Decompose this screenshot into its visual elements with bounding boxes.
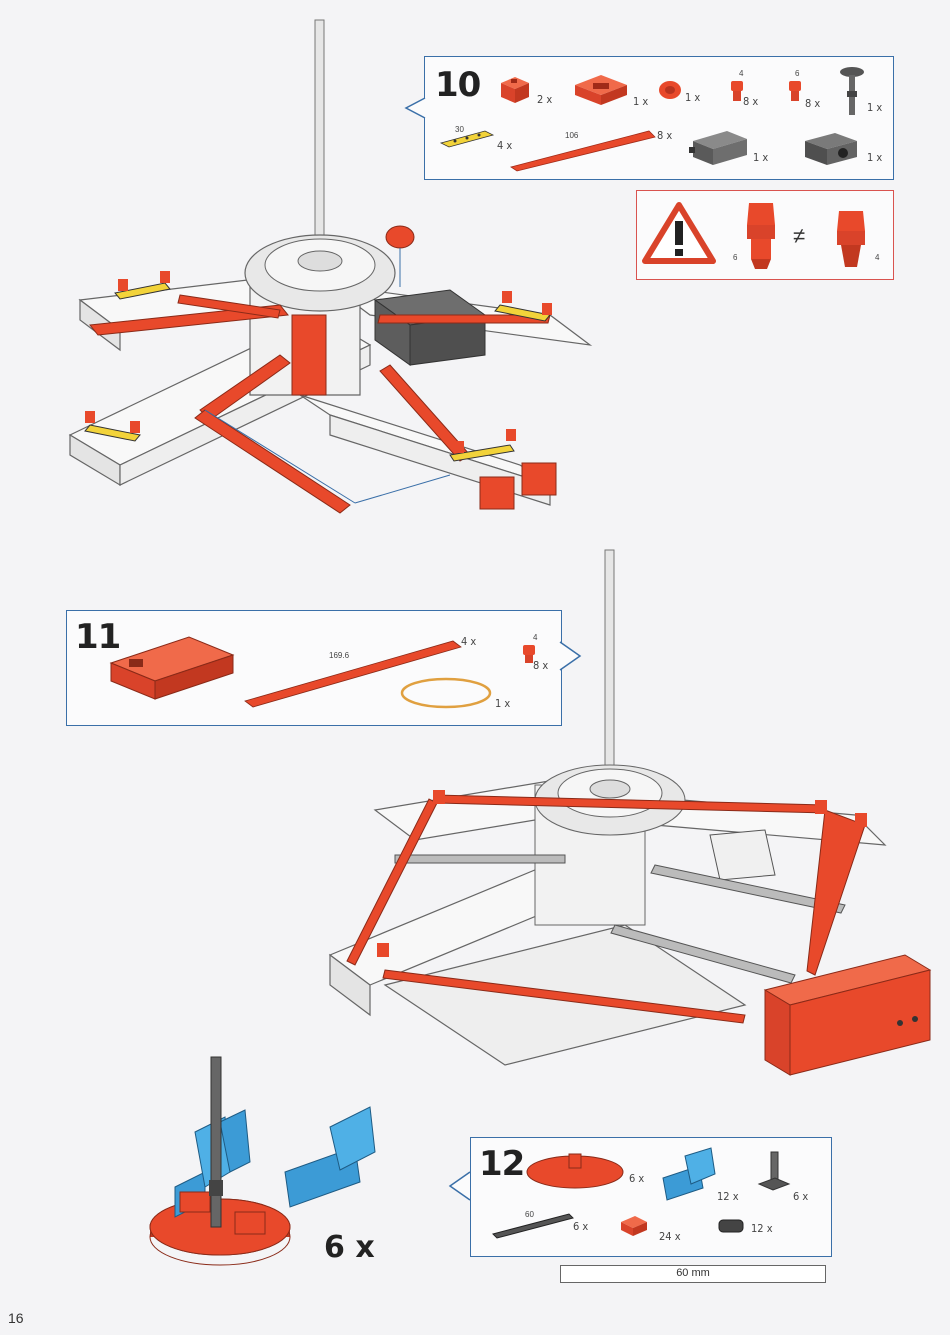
step10-item9-qty: 1 x — [753, 151, 768, 164]
step11-assembly-illustration — [325, 545, 935, 1080]
blue-seat-icon — [659, 1146, 719, 1200]
step12-item4-qty: 6 x — [573, 1220, 588, 1233]
step12-item1-qty: 6 x — [629, 1172, 644, 1185]
connector-4-large-icon — [831, 205, 871, 273]
step12-item3-qty: 6 x — [793, 1190, 808, 1203]
step10-item4-qty: 8 x — [743, 95, 758, 108]
scale-ruler-60mm: 60 mm — [560, 1265, 826, 1283]
gray-gearbox-icon — [803, 129, 859, 167]
metal-axle-60-icon — [491, 1210, 575, 1238]
step12-item5-qty: 24 x — [659, 1230, 681, 1243]
repeat-count: 6 x — [324, 1230, 375, 1265]
not-equal-sign: ≠ — [793, 223, 805, 249]
red-disc-icon — [523, 1150, 627, 1190]
step10-item10-qty: 1 x — [867, 151, 882, 164]
step12-item6-qty: 12 x — [751, 1222, 773, 1235]
step12-number: 12 — [479, 1144, 524, 1184]
gray-axle-icon — [837, 65, 867, 117]
page-number: 16 — [8, 1310, 24, 1326]
step10-item8-qty: 8 x — [657, 129, 672, 142]
ruler-label: 60 mm — [561, 1267, 825, 1279]
warning-left-size: 6 — [733, 253, 737, 262]
step10-item3-qty: 1 x — [685, 91, 700, 104]
step10-assembly-illustration — [30, 15, 590, 525]
gray-clip-icon — [717, 1216, 747, 1236]
warning-triangle-icon — [643, 201, 715, 265]
red-connector-6-icon — [785, 79, 805, 103]
step10-item2-qty: 1 x — [633, 95, 648, 108]
red-pulley-icon — [657, 79, 683, 101]
step10-item4-size: 4 — [739, 69, 743, 78]
connector-warning-box: 6 ≠ 4 — [636, 190, 894, 280]
step12-item2-qty: 12 x — [717, 1190, 739, 1203]
step10-item6-qty: 1 x — [867, 101, 882, 114]
step10-item5-qty: 8 x — [805, 97, 820, 110]
gray-motor-icon — [689, 127, 751, 167]
red-battery-box-icon — [107, 631, 237, 701]
step12-panel-pointer — [448, 1170, 472, 1202]
red-small-block-icon — [619, 1214, 649, 1238]
step10-item5-size: 6 — [795, 69, 799, 78]
connector-6-large-icon — [741, 197, 781, 275]
step12-parts-panel: 12 6 x 12 x 6 x 60 6 x 24 x 12 x — [470, 1137, 832, 1257]
gray-axle-holder-icon — [757, 1150, 791, 1196]
warning-right-size: 4 — [875, 253, 879, 262]
